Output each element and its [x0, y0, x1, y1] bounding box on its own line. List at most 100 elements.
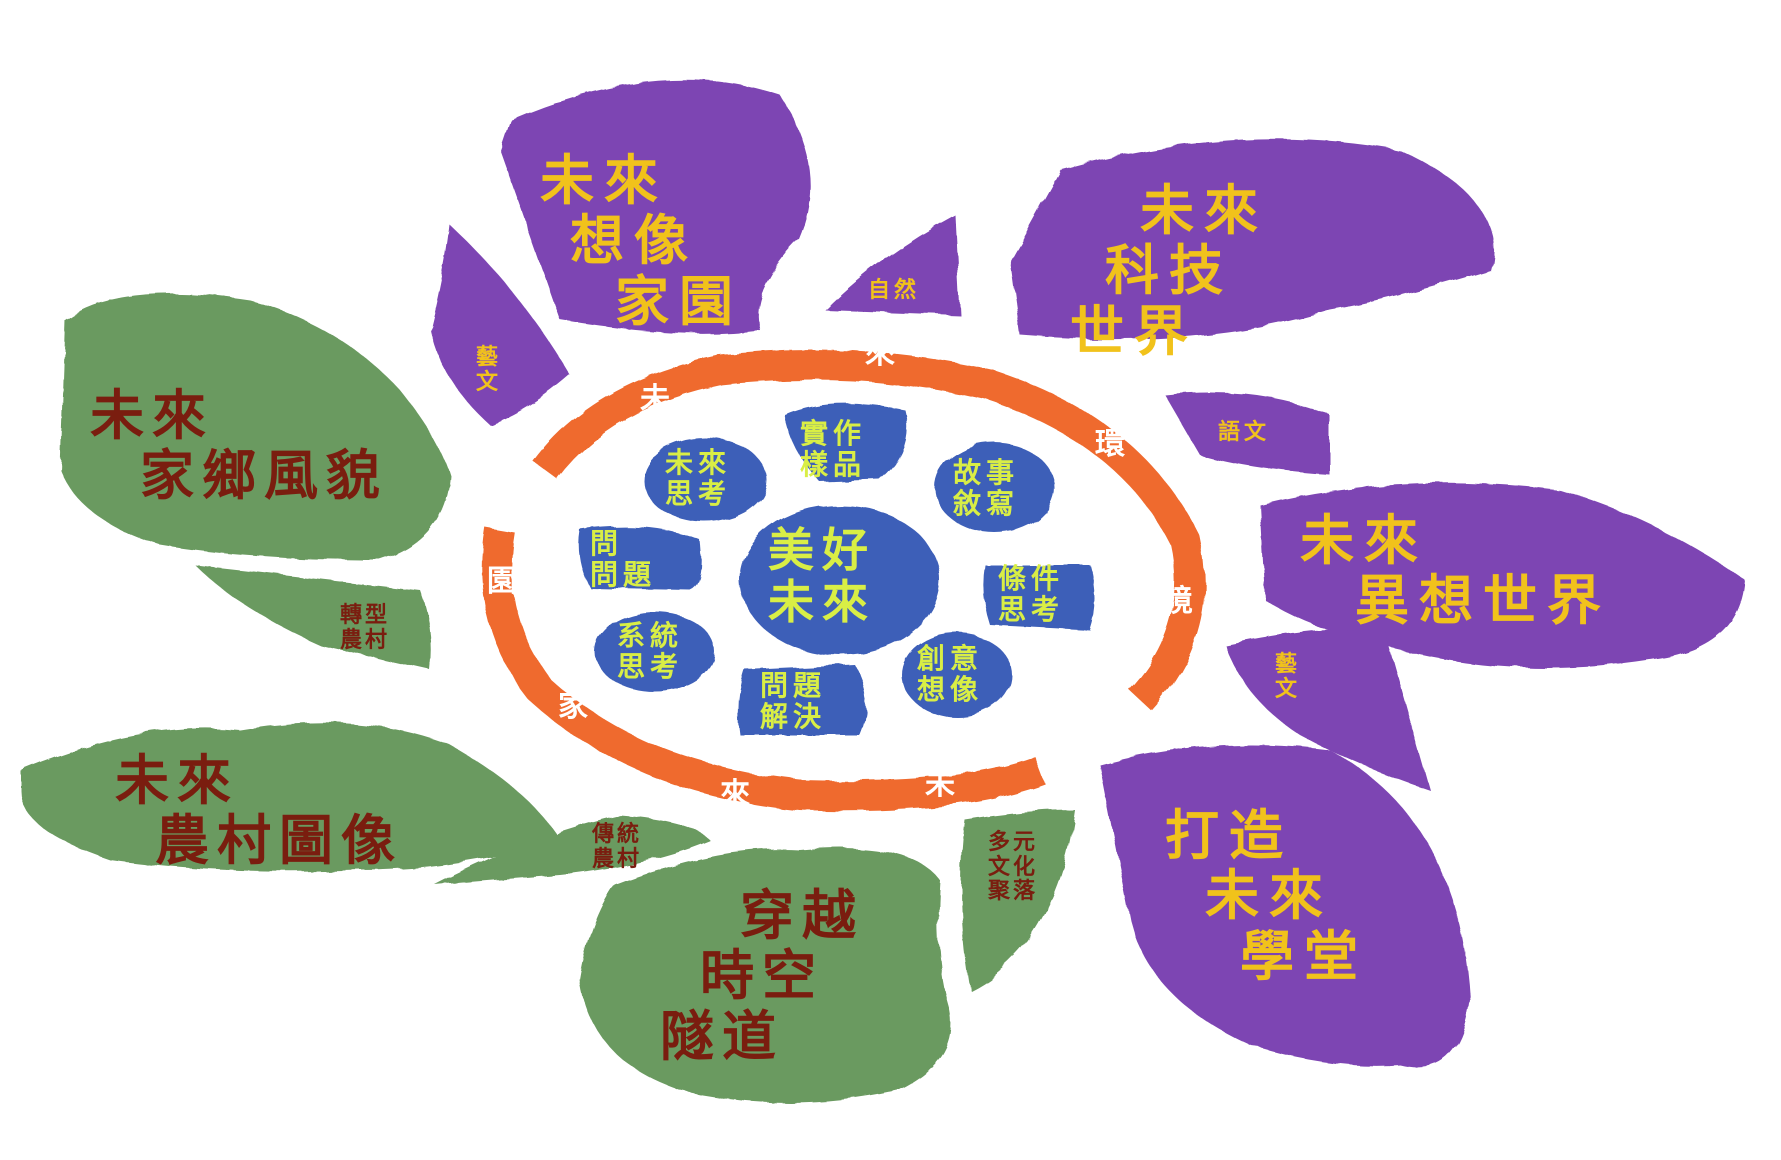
label-line: 農村: [340, 626, 391, 653]
petal-art-1: [430, 225, 570, 425]
label-transform-village: 轉型 農村: [340, 603, 390, 652]
node-shape-7: [643, 438, 767, 522]
ring-upper-arc: [532, 350, 1205, 711]
petal-time-tunnel: [580, 848, 952, 1103]
label-tech-world: 未來 科技 世界: [1065, 178, 1268, 363]
node-label-future-thinking: 未來 思考: [665, 447, 731, 510]
label-time-tunnel: 穿越 時空 隧道: [660, 883, 864, 1068]
label-nature: 自然: [868, 278, 920, 303]
label-line: 藝: [476, 344, 503, 370]
label-line: 農村: [592, 845, 643, 872]
label-line: 未來: [768, 574, 876, 629]
orange-ring: [481, 350, 1205, 811]
ring-char: 環: [1095, 427, 1125, 462]
label-fantasy-world: 未來 異想世界: [1300, 510, 1611, 631]
label-line: 問題: [760, 669, 827, 702]
ring-char: 來: [865, 336, 895, 371]
petal-language: [1165, 392, 1330, 475]
ring-lower-arc: [481, 527, 1046, 811]
label-line: 科技: [1105, 238, 1233, 303]
purple-petals: [430, 79, 1745, 1068]
node-label-condition-thinking: 條件 思考: [998, 563, 1064, 626]
label-line: 異想世界: [1355, 568, 1611, 633]
label-art-2: 藝 文: [1275, 652, 1301, 701]
label-line: 樣品: [800, 448, 867, 482]
node-shape-6: [578, 526, 702, 590]
label-farm-image: 未來 農村圖像: [115, 750, 403, 871]
node-label-creative-imagination: 創意 想像: [917, 643, 983, 706]
label-line: 世界: [1070, 298, 1198, 363]
center-label: 美好 未來: [768, 523, 876, 629]
label-line: 未來: [540, 148, 668, 212]
label-line: 敘寫: [953, 487, 1020, 521]
label-line: 學堂: [1240, 923, 1368, 988]
label-line: 文化: [988, 853, 1039, 880]
label-line: 文: [1275, 675, 1302, 702]
ring-char: 未: [640, 382, 670, 417]
label-school: 打造 未來 學堂: [1165, 803, 1368, 988]
ring-char: 家: [558, 689, 588, 724]
label-line: 家園: [615, 268, 743, 333]
node-shape-3: [902, 633, 1012, 717]
label-line: 語文: [1218, 419, 1271, 445]
label-line: 轉型: [340, 602, 391, 628]
label-line: 農村圖像: [155, 808, 403, 873]
label-line: 系統: [617, 619, 684, 652]
label-line: 思考: [998, 593, 1065, 627]
label-line: 打造: [1165, 803, 1293, 867]
node-label-ask-questions: 問 問題: [590, 528, 656, 591]
label-line: 未來: [90, 383, 214, 447]
label-traditional-village: 傳統 農村: [592, 822, 642, 871]
label-line: 時空: [700, 943, 824, 1008]
label-line: 創意: [917, 642, 984, 675]
node-label-practice-sample: 實作 樣品: [800, 418, 866, 481]
node-shape-2: [983, 565, 1095, 630]
petal-imagine-home: [500, 79, 812, 334]
label-line: 多元: [988, 829, 1039, 855]
petal-transform-village: [195, 565, 432, 670]
label-line: 未來: [115, 748, 239, 812]
ring-char: 來: [720, 777, 750, 812]
label-line: 未來: [1140, 178, 1268, 242]
label-line: 美好: [768, 523, 876, 577]
petal-traditional-village: [435, 815, 710, 885]
label-line: 思考: [617, 650, 684, 684]
label-line: 隧道: [660, 1003, 784, 1068]
ring-char: 未: [925, 767, 955, 802]
petal-multicultural: [961, 810, 1075, 990]
node-shape-4: [738, 665, 867, 735]
label-line: 問: [590, 527, 624, 560]
green-petals: [20, 293, 1075, 1103]
petal-tech-world: [1010, 138, 1494, 340]
label-line: 家鄉風貌: [140, 443, 388, 508]
label-imagine-home: 未來 想像 家園: [540, 148, 743, 333]
label-line: 文: [476, 368, 503, 395]
label-line: 解決: [760, 700, 827, 734]
label-line: 未來: [1205, 863, 1333, 928]
label-hometown: 未來 家鄉風貌: [90, 385, 388, 506]
label-line: 藝: [1275, 651, 1302, 677]
node-label-story-writing: 故事 敘寫: [953, 457, 1019, 520]
petal-school: [1100, 745, 1470, 1068]
petal-fantasy-world: [1260, 482, 1745, 668]
label-line: 思考: [665, 477, 732, 511]
petal-hometown: [60, 293, 450, 560]
label-line: 條件: [998, 562, 1065, 595]
ring-char: 境: [1163, 584, 1193, 619]
label-line: 未來: [665, 446, 732, 479]
label-multicultural: 多元 文化 聚落: [988, 830, 1038, 904]
node-shape-0: [785, 403, 908, 482]
node-shape-1: [935, 443, 1055, 533]
petal-art-2: [1225, 629, 1430, 790]
label-line: 傳統: [592, 821, 643, 847]
center-node: [740, 505, 940, 655]
label-line: 想像: [917, 673, 984, 707]
petal-nature: [825, 215, 960, 315]
label-art-1: 藝 文: [476, 345, 502, 394]
node-label-problem-solving: 問題 解決: [760, 670, 826, 733]
petal-farm-image: [20, 722, 560, 872]
label-line: 穿越: [740, 883, 864, 947]
blue-nodes: [578, 403, 1095, 735]
